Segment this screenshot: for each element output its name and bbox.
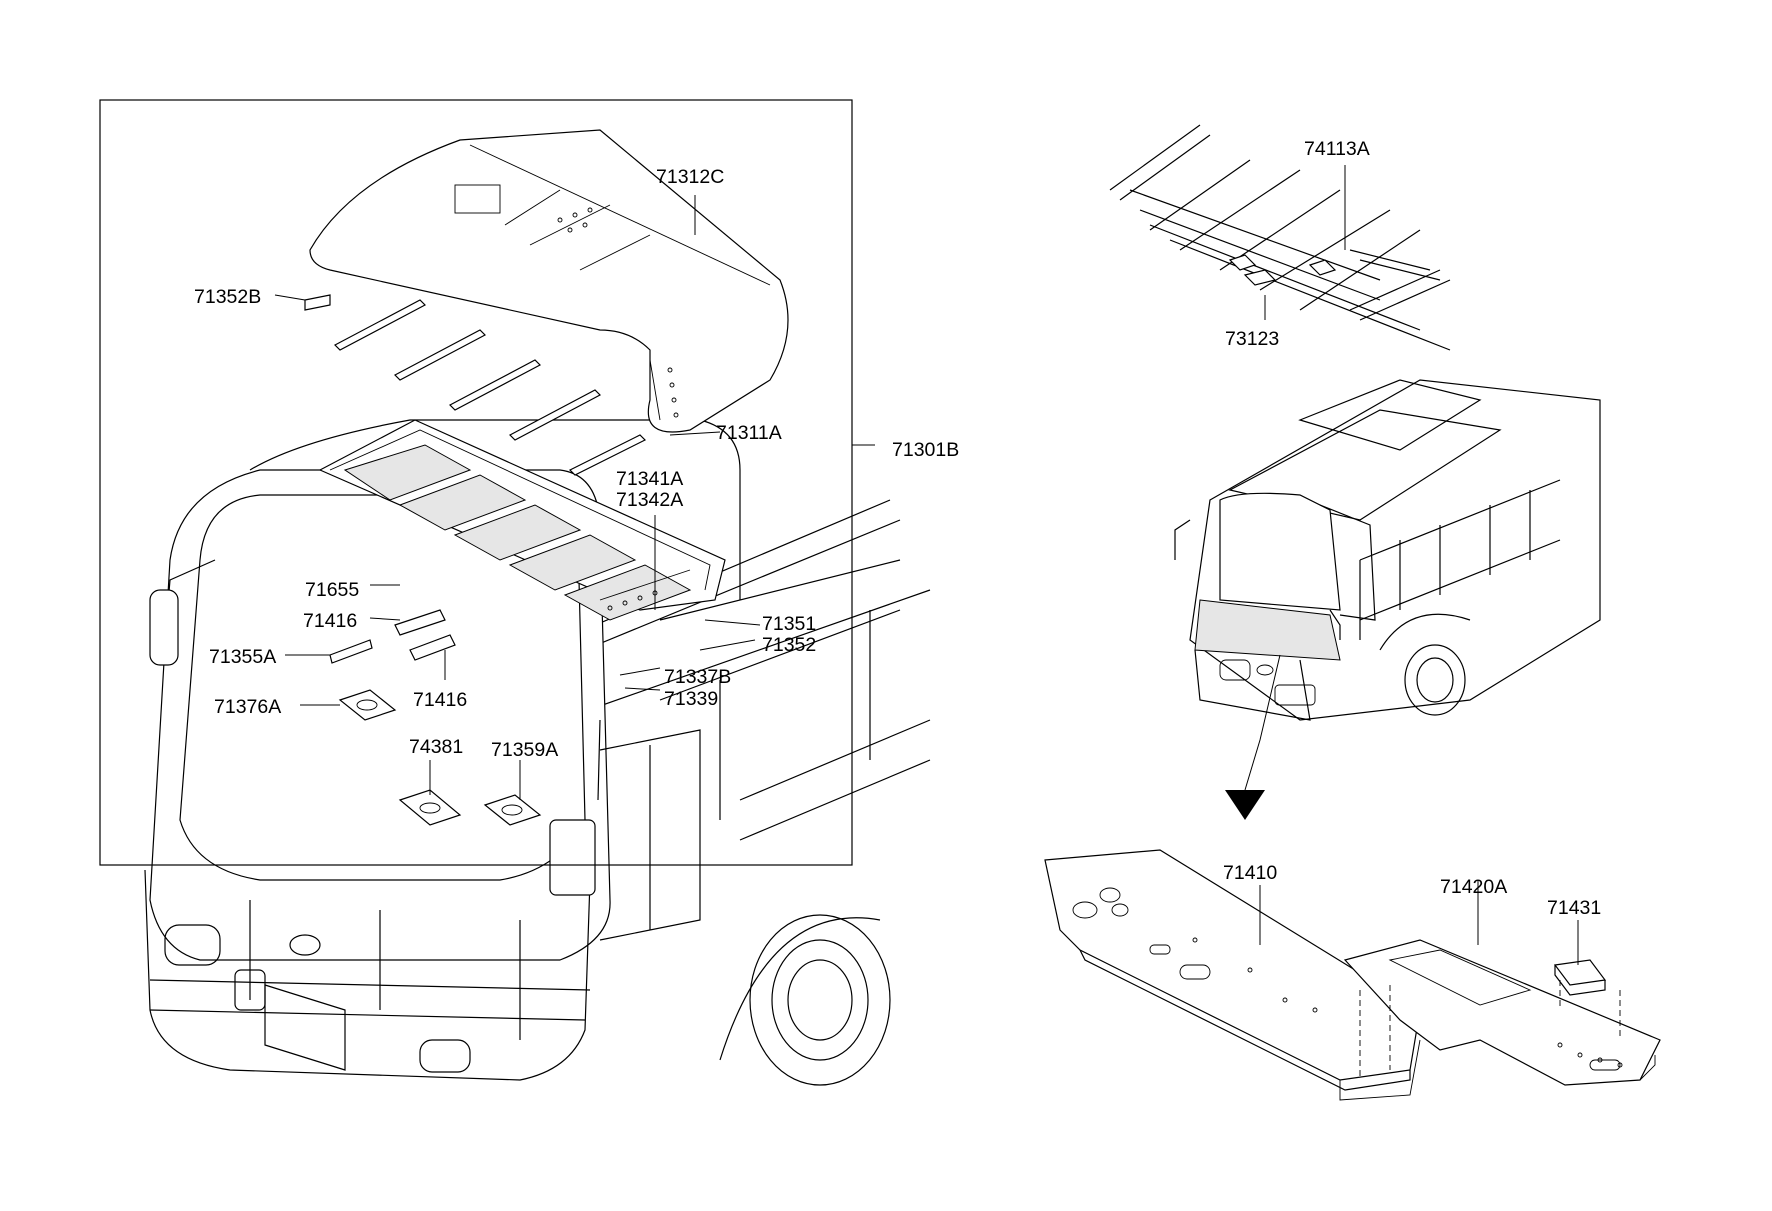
- label-71416-upper: 71416: [303, 610, 357, 632]
- roof-frame-assembly: [1109, 124, 1451, 351]
- label-71431: 71431: [1547, 897, 1601, 919]
- label-71337B: 71337B: [664, 666, 731, 688]
- label-71352: 71352: [762, 634, 816, 656]
- roof-panel: [309, 129, 789, 433]
- label-71351: 71351: [762, 613, 816, 635]
- label-71410: 71410: [1223, 862, 1277, 884]
- floor-panel-assembly: [1044, 849, 1661, 1101]
- bus-front-illustration: [1174, 379, 1601, 820]
- label-71420A: 71420A: [1440, 876, 1507, 898]
- label-73123: 73123: [1225, 328, 1279, 350]
- small-parts: [329, 609, 542, 826]
- label-74381: 74381: [409, 736, 463, 758]
- label-71359A: 71359A: [491, 739, 558, 761]
- label-71352B: 71352B: [194, 286, 261, 308]
- roof-parts-frame: [99, 99, 853, 866]
- label-71301B: 71301B: [892, 439, 959, 461]
- label-71312C: 71312C: [656, 166, 724, 188]
- label-71355A: 71355A: [209, 646, 276, 668]
- part-labels: 71312C 71352B 71311A 71301B 71341A 71342…: [194, 138, 1601, 919]
- label-71341A: 71341A: [616, 468, 683, 490]
- label-71655: 71655: [305, 579, 359, 601]
- label-71416-lower: 71416: [413, 689, 467, 711]
- roof-hatch-assembly: [318, 419, 726, 621]
- label-71342A: 71342A: [616, 489, 683, 511]
- label-71376A: 71376A: [214, 696, 281, 718]
- leader-lines-left: [274, 195, 875, 800]
- label-71339: 71339: [664, 688, 718, 710]
- label-71311A: 71311A: [716, 422, 782, 444]
- roof-strips: [304, 294, 647, 476]
- label-74113A: 74113A: [1304, 138, 1370, 160]
